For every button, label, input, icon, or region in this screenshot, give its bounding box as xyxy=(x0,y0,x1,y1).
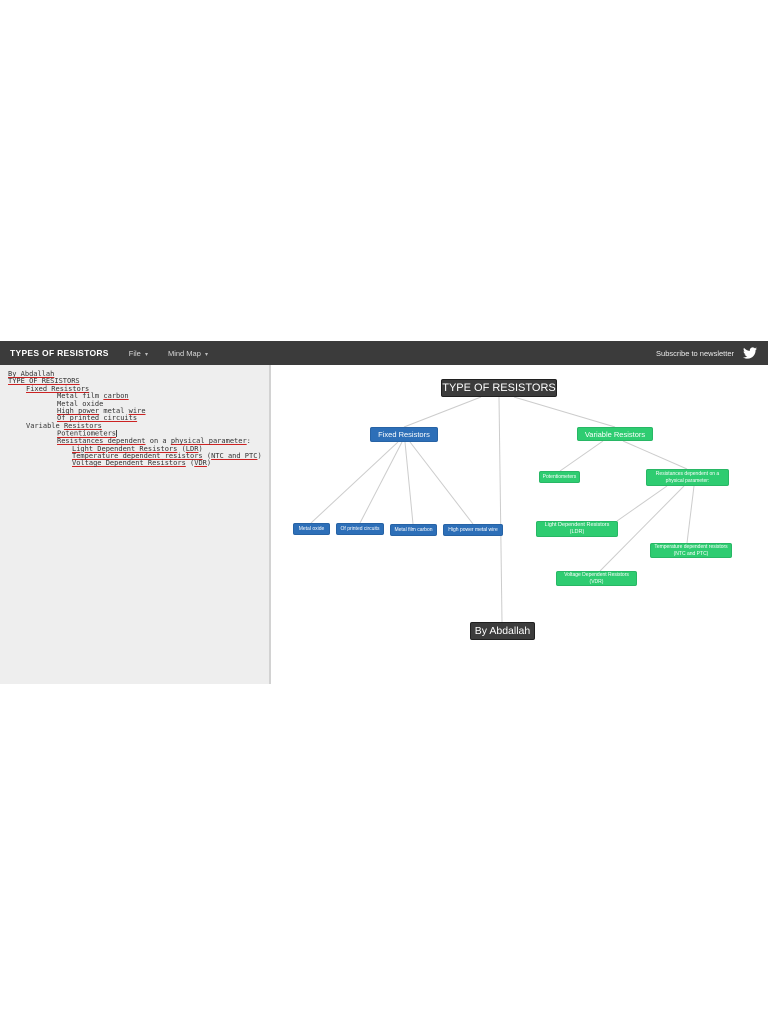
node-potentiometers[interactable]: Potentiometers xyxy=(539,471,580,483)
node-resistances-dependent[interactable]: Resistances dependent on a physical para… xyxy=(646,469,729,486)
node-vdr[interactable]: Voltage Dependent Resistors (VDR) xyxy=(556,571,637,586)
menu-mind-map[interactable]: Mind Map ▾ xyxy=(167,348,209,358)
editor-line: Fixed Resistors xyxy=(26,384,90,393)
mindmap-canvas[interactable]: TYPE OF RESISTORS Fixed Resistors Variab… xyxy=(271,365,768,684)
editor-line: High power metal wire xyxy=(57,407,146,416)
editor-line: Of printed circuits xyxy=(57,414,138,423)
node-printed-circuits[interactable]: Of printed circuits xyxy=(336,523,384,535)
navbar-right: Subscribe to newsletter xyxy=(656,346,758,360)
node-ldr[interactable]: Light Dependent Resistors (LDR) xyxy=(536,521,618,537)
node-metal-film-carbon[interactable]: Metal film carbon xyxy=(390,524,437,536)
text-cursor xyxy=(116,430,118,438)
node-fixed-resistors[interactable]: Fixed Resistors xyxy=(370,427,438,442)
node-by-abdallah[interactable]: By Abdallah xyxy=(470,622,535,640)
node-high-power-metal-wire[interactable]: High power metal wire xyxy=(443,524,503,536)
editor-line: Temperature dependent resistors (NTC and… xyxy=(72,451,262,460)
editor-line: Variable Resistors xyxy=(26,421,102,430)
chevron-down-icon: ▾ xyxy=(144,351,148,358)
node-metal-oxide[interactable]: Metal oxide xyxy=(293,523,330,535)
editor-line: Light Dependent Resistors (LDR) xyxy=(72,444,203,453)
editor-line: Metal oxide xyxy=(57,399,104,408)
node-root[interactable]: TYPE OF RESISTORS xyxy=(441,379,557,397)
editor-line: Voltage Dependent Resistors (VDR) xyxy=(72,459,212,468)
editor-line: TYPE OF RESISTORS xyxy=(8,377,80,386)
navbar: TYPES OF RESISTORS File ▾ Mind Map ▾ Sub… xyxy=(0,341,768,365)
node-temperature-dependent[interactable]: Temperature dependent resistors (NTC and… xyxy=(650,543,732,558)
mindmap-app: TYPES OF RESISTORS File ▾ Mind Map ▾ Sub… xyxy=(0,341,768,684)
app-brand[interactable]: TYPES OF RESISTORS xyxy=(10,348,109,358)
editor-line: Potentiometers xyxy=(57,429,118,438)
twitter-bird-icon[interactable] xyxy=(742,346,758,360)
menu-file[interactable]: File ▾ xyxy=(128,348,148,358)
editor-line: By Abdallah xyxy=(8,370,55,378)
editor-line: Metal film carbon xyxy=(57,392,129,401)
editor-line: Resistances dependent on a physical para… xyxy=(57,437,251,446)
chevron-down-icon: ▾ xyxy=(205,351,209,358)
subscribe-newsletter-link[interactable]: Subscribe to newsletter xyxy=(656,348,734,358)
node-variable-resistors[interactable]: Variable Resistors xyxy=(577,427,653,441)
